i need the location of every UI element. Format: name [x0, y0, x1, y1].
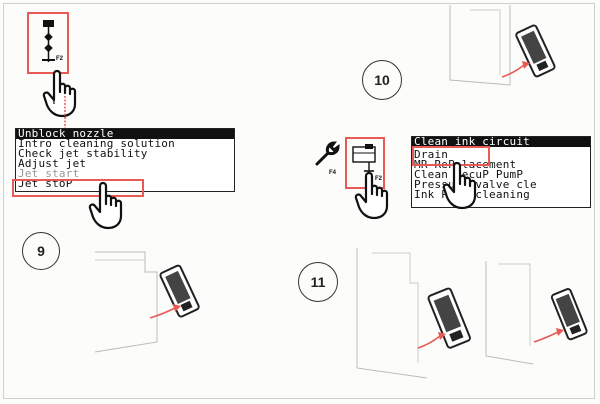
- menu-item-jet-stop[interactable]: Jet stoP: [18, 177, 73, 190]
- drain-highlight: [412, 146, 490, 166]
- printer-cartridge-illustration: [356, 248, 471, 379]
- f2-key-highlight: [27, 12, 69, 74]
- menu-item-check-jet-stability[interactable]: Check jet stability: [18, 147, 148, 160]
- step-11-circle: 11: [298, 262, 338, 302]
- printer-cartridge-illustration: [94, 251, 200, 353]
- press-finger-icon: [42, 69, 77, 118]
- menu-item-clean-ink-circuit[interactable]: Clean ink circuit: [412, 137, 590, 147]
- cartridge-icon: [515, 24, 556, 78]
- menu-item-jet-start[interactable]: Jet start: [18, 167, 80, 180]
- menu-item-clean-recup-pump[interactable]: Clean recuP PumP: [414, 168, 524, 181]
- menu-item-adjust-jet[interactable]: Adjust jet: [18, 157, 87, 170]
- printer-cartridge-illustration: [449, 5, 556, 86]
- press-finger-icon: [88, 181, 123, 230]
- menu-item-ink-pump-cleaning[interactable]: Ink PumP cleaning: [414, 188, 530, 201]
- f2-key-label: F2: [56, 56, 64, 62]
- f2-key-label-right: F2: [375, 176, 383, 182]
- cartridge-icon: [159, 264, 200, 318]
- step-10-circle: 10: [362, 60, 402, 100]
- printer-cartridge-illustration: [485, 261, 588, 365]
- step-9-circle: 9: [22, 232, 60, 270]
- wrench-icon: [315, 141, 340, 166]
- press-finger-icon: [354, 171, 389, 220]
- left-function-menu: Unblock nozzle Intro cleaning solution C…: [15, 128, 235, 192]
- menu-item-unblock-nozzle[interactable]: Unblock nozzle: [16, 129, 234, 139]
- cartridge-icon: [550, 288, 588, 341]
- cartridge-icon: [427, 287, 471, 349]
- right-function-menu: Clean ink circuit Drain MR ReP lacement …: [411, 136, 591, 208]
- jet-stop-highlight: [12, 179, 144, 197]
- figure-frame: [3, 3, 595, 399]
- maintenance-function-icon: [352, 144, 376, 175]
- function-icon: [42, 20, 55, 62]
- menu-item-drain[interactable]: Drain: [414, 148, 449, 161]
- f4-key-label: F4: [329, 170, 337, 176]
- press-finger-icon: [442, 161, 477, 210]
- menu-item-intro-cleaning-solution[interactable]: Intro cleaning solution: [18, 137, 175, 150]
